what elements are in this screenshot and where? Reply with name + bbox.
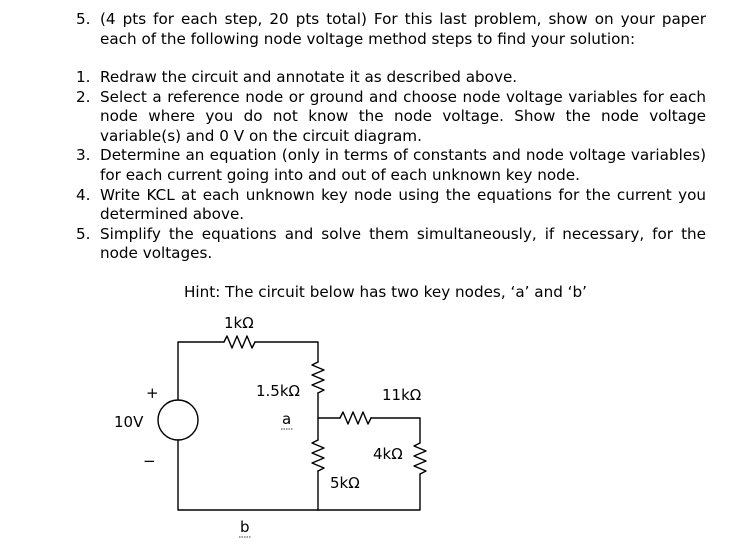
wire-left-top <box>177 341 225 401</box>
wire-right-bottom <box>317 473 421 511</box>
label-1-5k: 1.5kΩ <box>256 382 300 400</box>
problem-text: (4 pts for each step, 20 pts total) For … <box>100 10 706 48</box>
list-item: 1. Redraw the circuit and annotate it as … <box>76 68 706 88</box>
label-node-b: b <box>240 518 250 536</box>
label-4k: 4kΩ <box>373 445 403 463</box>
voltage-source-icon <box>157 399 199 441</box>
step-number: 1. <box>76 68 91 86</box>
list-item: 3. Determine an equation (only in terms o… <box>76 146 706 185</box>
step-number: 5. <box>76 224 91 243</box>
list-item: 2. Select a reference node or ground and … <box>76 88 706 147</box>
resistor-1k <box>223 335 256 349</box>
step-text: Select a reference node or ground and ch… <box>100 87 706 145</box>
wire-bottom <box>177 439 319 511</box>
label-10v: 10V <box>114 413 144 431</box>
resistor-1-5k <box>311 361 325 394</box>
problem-statement: 5. (4 pts for each step, 20 pts total) F… <box>76 10 706 49</box>
label-1k: 1kΩ <box>224 314 254 332</box>
label-plus: + <box>146 384 159 402</box>
step-text: Determine an equation (only in terms of … <box>100 146 706 184</box>
step-text: Simplify the equations and solve them si… <box>100 224 706 263</box>
step-text: Write KCL at each unknown key node using… <box>100 185 706 224</box>
label-node-a: a <box>282 410 291 428</box>
label-minus: − <box>143 452 156 470</box>
label-11k: 11kΩ <box>382 386 421 404</box>
step-number: 3. <box>76 146 91 165</box>
resistor-4k <box>413 442 427 475</box>
wire-top <box>254 341 319 363</box>
list-item: 4. Write KCL at each unknown key node usi… <box>76 186 706 225</box>
label-5k: 5kΩ <box>330 474 360 492</box>
step-number: 2. <box>76 87 91 106</box>
problem-number: 5. <box>76 10 91 28</box>
step-number: 4. <box>76 185 91 204</box>
hint-text: Hint: The circuit below has two key node… <box>184 283 587 301</box>
step-text: Redraw the circuit and annotate it as de… <box>100 68 518 86</box>
wire-right-top <box>370 417 421 444</box>
steps-list: 1. Redraw the circuit and annotate it as … <box>76 68 706 264</box>
resistor-5k <box>311 439 325 472</box>
resistor-11k <box>339 411 372 425</box>
list-item: 5. Simplify the equations and solve them … <box>76 225 706 264</box>
